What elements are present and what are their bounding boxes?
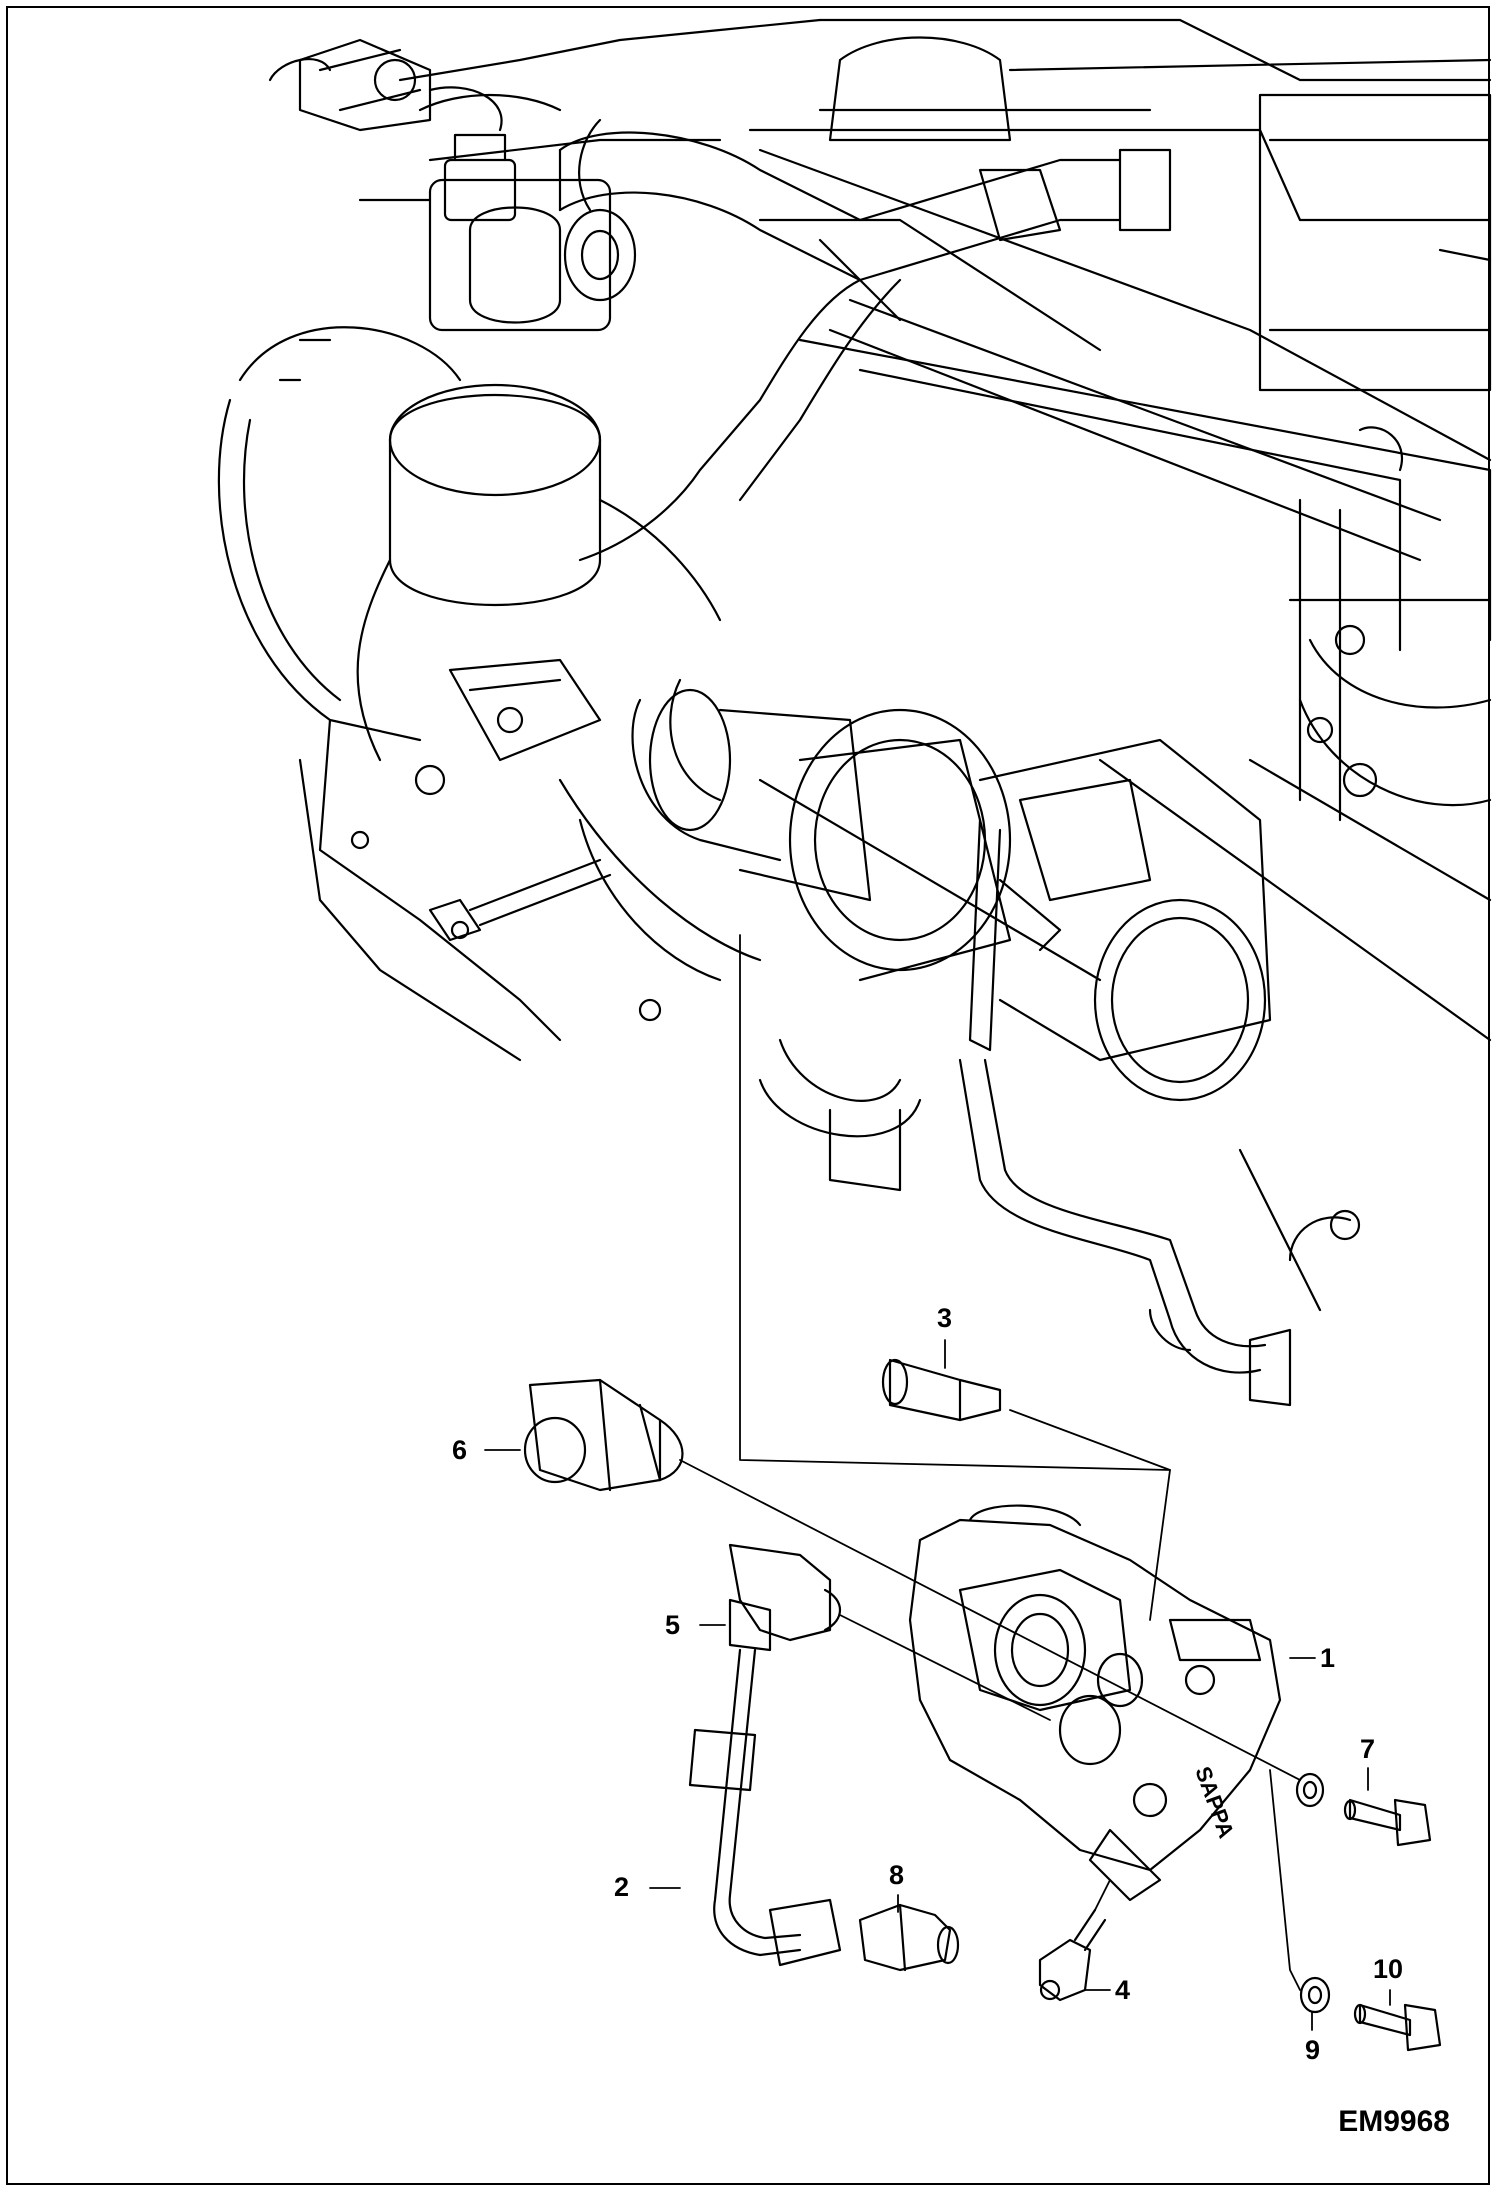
washer-7 <box>1295 1772 1325 1808</box>
callout-10: 10 <box>1373 1954 1404 1984</box>
intake-pipe <box>558 118 1172 562</box>
callout-4: 4 <box>1115 1975 1131 2005</box>
figure-id-label: EM9968 <box>1338 2105 1450 2138</box>
fitting-8 <box>858 1903 960 1972</box>
callout-7: 7 <box>1360 1734 1376 1764</box>
fuel-line-2 <box>688 1648 842 1967</box>
fitting-3 <box>881 1358 1002 1422</box>
callout-1: 1 <box>1320 1643 1336 1673</box>
bolt-10 <box>1353 2003 1442 2052</box>
egr-valve <box>358 133 637 332</box>
callout-2: 2 <box>614 1872 630 1902</box>
elbow-fitting-5 <box>728 1543 841 1652</box>
pump-marking: SAPPA <box>1190 1763 1239 1841</box>
callout-9: 9 <box>1305 2035 1321 2065</box>
hp-pump: SAPPA <box>908 1504 1282 1902</box>
bolt-7 <box>1343 1798 1432 1847</box>
washer-9 <box>1299 1976 1331 2014</box>
fitting-6 <box>523 1378 684 1492</box>
fitting-4 <box>1038 1908 1107 2002</box>
sensor-connector <box>268 38 503 132</box>
exhaust-manifold <box>217 326 762 1062</box>
callout-5: 5 <box>665 1610 681 1640</box>
leader-lines <box>679 934 1301 1991</box>
engine-block <box>398 18 1492 1042</box>
callout-3: 3 <box>937 1303 953 1333</box>
figure-border <box>6 6 1490 2185</box>
callout-6: 6 <box>452 1435 468 1465</box>
callout-8: 8 <box>889 1860 905 1890</box>
turbocharger <box>631 678 1361 1407</box>
callout-leaders <box>484 1339 1391 2031</box>
